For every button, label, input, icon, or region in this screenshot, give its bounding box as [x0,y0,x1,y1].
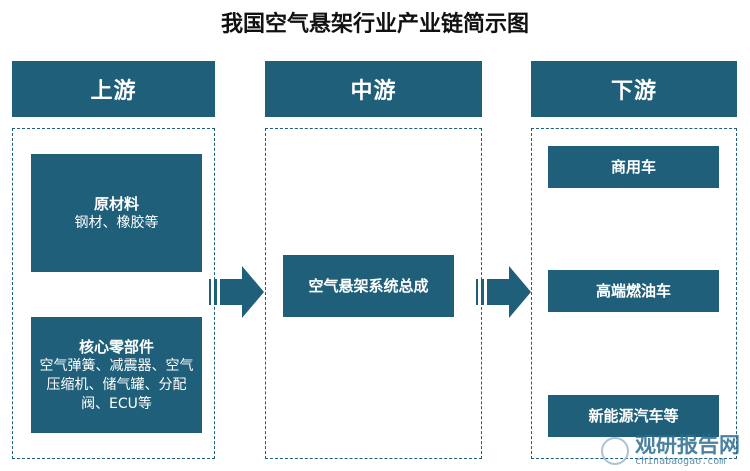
panel-downstream: 商用车 高端燃油车 新能源汽车等 [531,128,737,459]
watermark-logo-icon [601,436,629,465]
arrow-right-icon [209,266,264,318]
box-raw-materials-desc: 钢材、橡胶等 [74,214,159,231]
watermark: 观研报告网 chinabaogao.com [601,434,740,467]
box-commercial-vehicles: 商用车 [548,146,719,188]
panel-midstream: 空气悬架系统总成 [265,128,482,459]
page-title: 我国空气悬架行业产业链简示图 [220,11,529,37]
header-upstream-label: 上游 [90,78,137,104]
watermark-name: 观研报告网 [635,432,740,457]
box-high-end-fuel-vehicles: 高端燃油车 [548,270,719,312]
header-upstream: 上游 [12,61,215,117]
box-raw-materials: 原材料 钢材、橡胶等 [31,154,202,272]
header-midstream-label: 中游 [350,78,397,104]
header-downstream-label: 下游 [610,78,657,104]
header-downstream: 下游 [531,61,737,117]
box-air-suspension-system: 空气悬架系统总成 [283,255,454,317]
box-new-energy-vehicles-title: 新能源汽车等 [588,407,679,425]
box-core-components-desc: 空气弹簧、减震器、空气压缩机、储气罐、分配阀、ECU等 [39,357,194,412]
box-new-energy-vehicles: 新能源汽车等 [548,395,719,437]
arrow-right-icon [476,266,531,318]
box-raw-materials-title: 原材料 [93,194,139,213]
box-air-suspension-system-title: 空气悬架系统总成 [308,277,429,295]
watermark-url: chinabaogao.com [635,456,726,467]
panel-upstream: 原材料 钢材、橡胶等 核心零部件 空气弹簧、减震器、空气压缩机、储气罐、分配阀、… [12,128,215,459]
box-core-components-title: 核心零部件 [78,337,154,356]
header-midstream: 中游 [265,61,482,117]
box-core-components: 核心零部件 空气弹簧、减震器、空气压缩机、储气罐、分配阀、ECU等 [31,317,202,433]
box-commercial-vehicles-title: 商用车 [610,158,656,176]
box-high-end-fuel-vehicles-title: 高端燃油车 [595,282,671,300]
